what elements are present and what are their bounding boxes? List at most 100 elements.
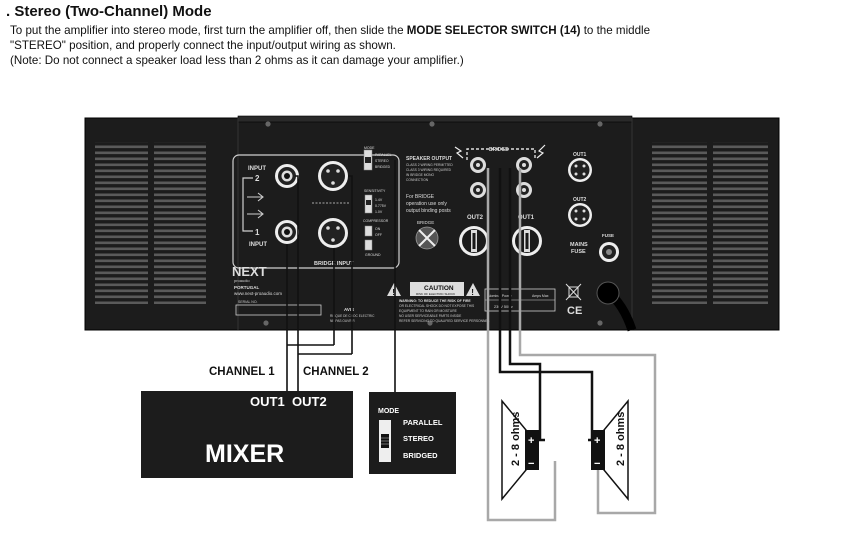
out2-label: OUT2 [467,215,484,221]
speakon-out2[interactable] [459,226,489,256]
weee-bin-icon [565,283,582,301]
screw [265,121,271,127]
panel-mode-opt: PARALLEL [375,153,392,157]
amplifier-rear-panel: INPUT INPUT 2 1 BRIDGE INPUT MODE PARALL… [84,115,780,332]
screw [597,121,603,127]
channel-1-label: CHANNEL 1 [209,366,275,378]
wire-out2-plus [508,168,545,442]
wire-out1-minus [518,168,657,515]
note-line: (Note: Do not connect a speaker load les… [10,54,464,67]
serial-box [235,304,322,316]
out1-speakon-label: OUT1 [573,152,587,158]
bridge-bar [466,148,536,160]
wire-out2-minus [486,168,557,522]
compressor-off: OFF [375,233,382,237]
bolt-left [454,146,464,159]
speaker-right: + − 2 - 8 ohms [591,398,629,502]
input-bracket [242,177,253,232]
wire-ch1 [286,244,335,398]
wire-out1-plus [498,168,594,442]
caution-title: CAUTION [424,285,454,292]
speaker-output-line: IN BRIDGE MONO [406,173,434,177]
bridge-small-label: BRIDGE [417,220,434,225]
out2-speakon-label: OUT2 [573,197,587,203]
country-label: PORTUGAL [234,285,260,290]
panel-mode-knob [365,157,371,163]
instructions: To put the amplifier into stereo mode, f… [10,23,650,68]
input-ch2-xlr[interactable] [318,161,348,191]
channel-2-label: CHANNEL 2 [303,366,369,378]
mixer-name: MIXER [205,440,284,468]
ch2-arrow [247,192,264,202]
binding-post-out2-black[interactable] [470,182,486,198]
mode-option-bridged: BRIDGED [403,451,438,460]
mode-switch-detail: MODE PARALLEL STEREO BRIDGED [369,392,456,474]
mode-option-parallel: PARALLEL [403,418,443,427]
instruction-text: To put the amplifier into stereo mode, f… [10,24,407,37]
speaker-minus: − [594,458,600,470]
input-ch1-jack[interactable] [275,220,299,244]
speaker-plus: + [528,435,534,447]
mode-selector-switch-ref: MODE SELECTOR SWITCH (14) [406,24,581,37]
binding-post-out1-red[interactable] [516,157,532,173]
speaker-plus: + [594,435,600,447]
speaker-left: + − 2 - 8 ohms [501,398,539,502]
input-label-ch1: INPUT [249,242,267,248]
input-ch1-xlr[interactable] [318,218,348,248]
channel-labels: CHANNEL 1 CHANNEL 2 [209,366,369,378]
speaker-wiring [486,168,657,522]
bridge-note: operation use only [406,201,447,207]
ch2-number: 2 [255,174,260,183]
screw [597,320,603,326]
speaker-impedance: 2 - 8 ohms [615,412,627,466]
fuse-label-mains: FUSE [571,249,586,255]
input-label-ch2: INPUT [248,166,266,172]
instruction-line-1: To put the amplifier into stereo mode, f… [10,23,650,38]
brand-sub: proaudio [234,278,250,283]
avis-line: AVIS [344,307,354,312]
fuse-holder[interactable] [599,242,619,262]
sens-opt: 1.0V [375,210,383,214]
mixer-out1-label: OUT1 [250,394,285,409]
speakon-out1[interactable] [512,226,542,256]
power-inlet [596,281,620,305]
warning-line: REFER SERVICING TO QUALIFIED SERVICE PER… [399,319,490,323]
speaker-output-line: CLASS 2 WIRING PERMITTED [406,163,453,167]
out1-label: OUT1 [518,215,535,221]
compressor-switch[interactable] [364,225,373,237]
warning-line: WARNING: TO REDUCE THE RISK OF FIRE [399,299,471,303]
warning-triangle-right [466,283,480,296]
ground-switch[interactable] [364,239,373,251]
input-ch2-jack[interactable] [275,164,299,188]
instruction-line-2: "STEREO" position, and properly connect … [10,39,396,52]
bridge-note: output binding posts [406,208,451,214]
brand-logo: NEXT [232,264,267,279]
binding-post-out2-red[interactable] [470,157,486,173]
speakon-small-out1[interactable] [568,158,592,182]
compressor-label: COMPRESSOR [363,219,389,223]
vent-left-b [154,142,206,304]
instruction-text: to the middle [580,24,651,37]
warning-line: NO USER SERVICEABLE PARTS INSIDE [399,314,462,318]
speaker-output-title: SPEAKER OUTPUT [406,156,452,162]
warning-triangle-left [387,283,401,296]
rating-label: 230V 50Hz [494,305,513,309]
vent-right-b [713,142,768,304]
speaker-minus: − [528,458,534,470]
mode-switch-title: MODE [378,408,399,415]
website-label: www.next-proaudio.com [234,291,282,296]
binding-post-out1-black[interactable] [516,182,532,198]
speakon-small-out2[interactable] [568,203,592,227]
mixer-out2-label: OUT2 [292,394,327,409]
mode-option-stereo: STEREO [403,434,434,443]
sensitivity-knob [366,200,371,205]
fuse-label: FUSE [602,233,614,238]
amp-top-plate [237,115,633,123]
speaker-magnet [591,430,605,470]
bridge-note: For BRIDGE [406,194,435,200]
panel-mode-opt: BRIDGED [375,165,391,169]
bolt-right [536,144,546,159]
panel-mode-label: MODE [364,146,375,150]
avis-line: NE PAS OUVRIR [330,319,355,323]
